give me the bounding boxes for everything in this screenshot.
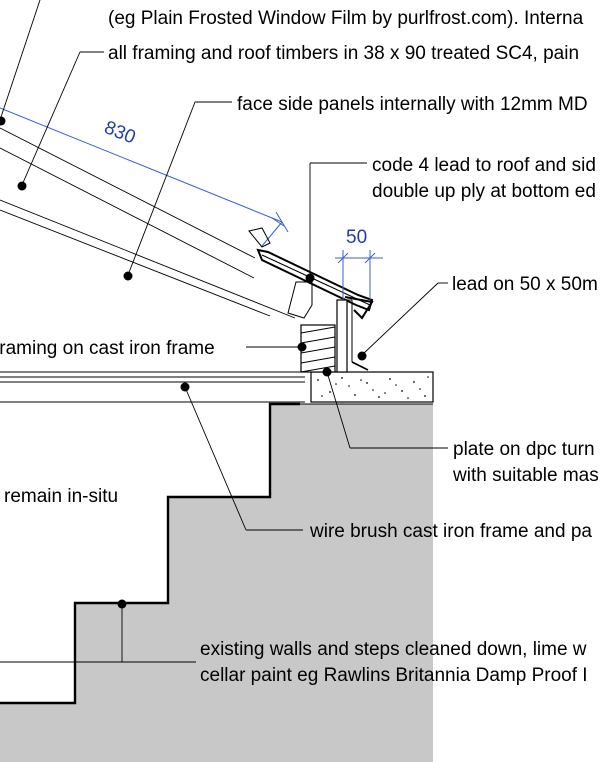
- cast-iron-frame-lines: [0, 371, 433, 405]
- plate-note-line1: plate on dpc turn: [453, 439, 595, 460]
- leader-lines: [0, 0, 448, 663]
- dimension-50-label: 50: [346, 227, 367, 248]
- leader-dots: [0, 116, 367, 609]
- wire-brush-note: wire brush cast iron frame and pa: [309, 521, 592, 542]
- walls-note-line2: cellar paint eg Rawlins Britannia Damp P…: [200, 665, 588, 686]
- lead-note-line1: code 4 lead to roof and sid: [372, 155, 596, 176]
- concrete-slab: [310, 371, 434, 403]
- panels-note: face side panels internally with 12mm MD: [237, 94, 588, 115]
- steps-outline: [0, 402, 300, 705]
- in-situ-note: remain in-situ: [4, 486, 118, 507]
- framing-note: all framing and roof timbers in 38 x 90 …: [108, 43, 579, 64]
- lead-note-line2: double up ply at bottom ed: [372, 181, 596, 202]
- lead-batten-note: lead on 50 x 50m: [452, 274, 598, 295]
- walls-note-line1: existing walls and steps cleaned down, l…: [200, 639, 587, 660]
- existing-steps-masonry: [0, 404, 433, 762]
- dimension-830-label: 830: [101, 117, 138, 148]
- film-note: (eg Plain Frosted Window Film by purlfro…: [108, 8, 584, 29]
- dimension-830: 830: [0, 107, 289, 247]
- cast-iron-framing-note: framing on cast iron frame: [0, 338, 215, 359]
- plate-note-line2: with suitable mas: [452, 465, 599, 486]
- roof-slope-lines: [0, 127, 296, 319]
- dimension-50: 50: [335, 227, 383, 300]
- wall-plate-block: [287, 281, 369, 373]
